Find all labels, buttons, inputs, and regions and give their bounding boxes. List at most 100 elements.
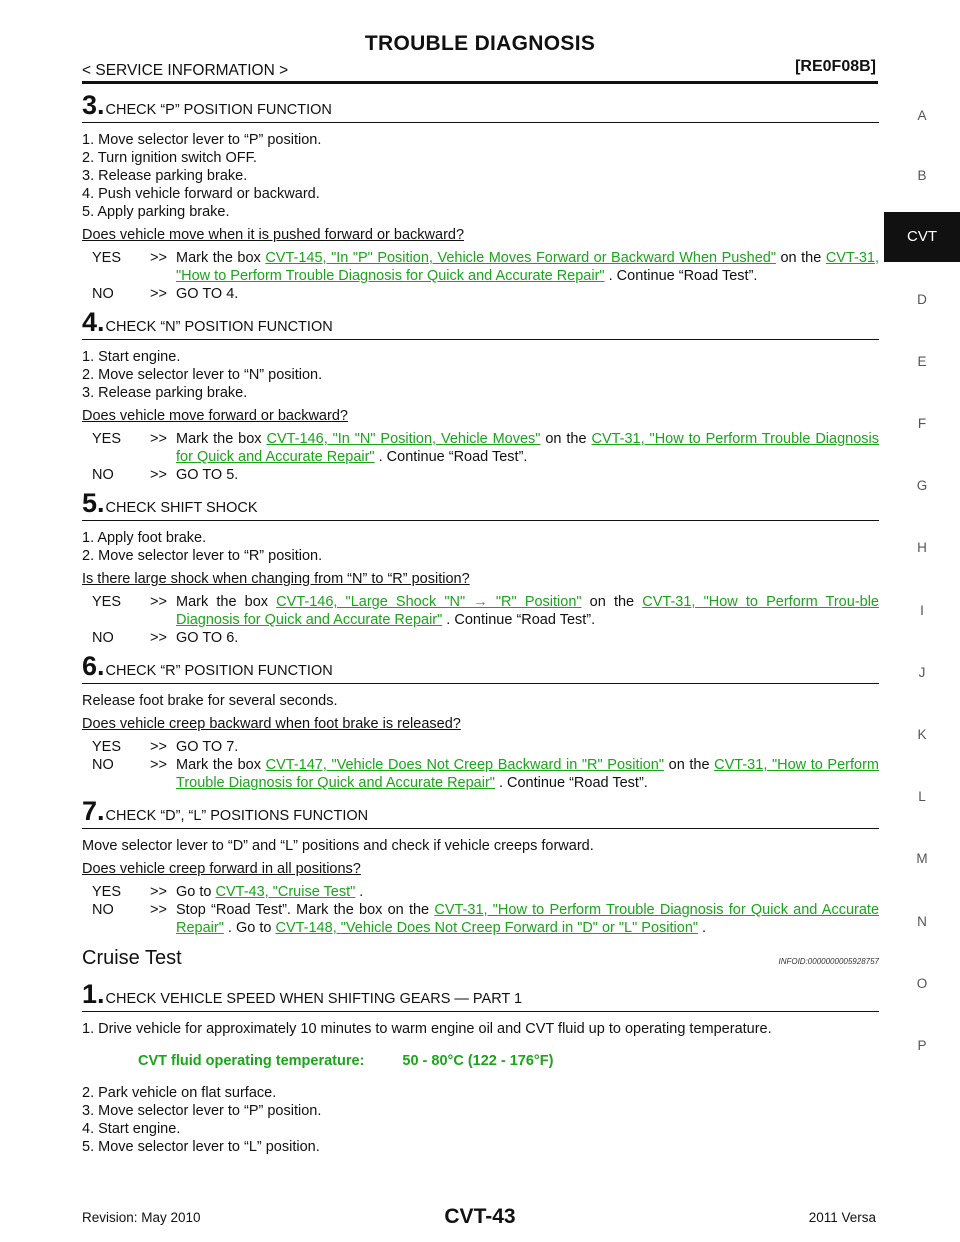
- answer-text: .: [698, 920, 707, 936]
- answer-text: GO TO 4.: [176, 286, 239, 302]
- tab-j[interactable]: J: [918, 665, 926, 680]
- instruction: 2. Move selector lever to “N” position.: [82, 367, 323, 383]
- link-cvt-147[interactable]: CVT-147, "Vehicle Does Not Creep Backwar…: [265, 757, 665, 773]
- revision-date: Revision: May 2010: [82, 1210, 201, 1225]
- link-cvt-145[interactable]: CVT-145, "In "P" Position, Vehicle Moves…: [265, 250, 776, 266]
- step-5: 5. CHECK SHIFT SHOCK 1. Apply foot brake…: [82, 488, 879, 647]
- divider: [82, 122, 879, 123]
- answer-yes: YES >> Mark the box CVT-146, "In "N" Pos…: [92, 430, 879, 466]
- no-label: NO: [92, 902, 114, 918]
- no-label: NO: [92, 630, 114, 646]
- tab-b[interactable]: B: [917, 168, 927, 183]
- link-cvt-31[interactable]: CVT-31, "How to Perform Trouble Diagnosi…: [176, 757, 879, 791]
- link-cvt-31[interactable]: CVT-31, "How to Perform Trouble Diagnosi…: [176, 431, 880, 465]
- arrow-label: >>: [150, 250, 167, 266]
- no-label: NO: [92, 467, 114, 483]
- link-cvt-148[interactable]: CVT-148, "Vehicle Does Not Creep Forward…: [275, 920, 699, 936]
- spec-block: CVT fluid operating temperature: 50 - 80…: [138, 1052, 879, 1070]
- section-label: < SERVICE INFORMATION >: [82, 62, 289, 79]
- answer-text: GO TO 7.: [176, 739, 239, 755]
- answer-text: Mark the box: [176, 431, 267, 447]
- tab-n[interactable]: N: [917, 914, 927, 929]
- answer-text: . Go to: [223, 920, 276, 936]
- answer-text: . Continue “Road Test”.: [604, 268, 758, 284]
- tab-f[interactable]: F: [917, 416, 927, 431]
- link-cvt-146[interactable]: CVT-146, "Large Shock "N" → "R" Position…: [276, 594, 582, 610]
- tab-a[interactable]: A: [917, 108, 927, 123]
- answer-no: NO >> Mark the box CVT-147, "Vehicle Doe…: [92, 756, 879, 792]
- instruction: 2. Park vehicle on flat surface.: [82, 1085, 277, 1101]
- tab-p[interactable]: P: [917, 1038, 927, 1053]
- yes-label: YES: [92, 594, 122, 610]
- tab-cvt[interactable]: CVT: [884, 212, 960, 262]
- step-number: 1.: [82, 979, 105, 1009]
- tab-o[interactable]: O: [916, 976, 928, 991]
- answer-text: Mark the box: [176, 250, 266, 266]
- cruise-step-1: 1. CHECK VEHICLE SPEED WHEN SHIFTING GEA…: [82, 979, 879, 1156]
- step-number: 6.: [82, 651, 105, 681]
- answer-yes: YES >> Mark the box CVT-145, "In "P" Pos…: [92, 249, 879, 285]
- instruction: 3. Release parking brake.: [82, 385, 248, 401]
- answer-text: GO TO 5.: [176, 467, 239, 483]
- tab-g[interactable]: G: [916, 478, 928, 493]
- arrow-label: >>: [150, 739, 167, 755]
- step-7: 7. CHECK “D”, “L” POSITIONS FUNCTION Mov…: [82, 796, 879, 937]
- answer-text: on the: [540, 431, 592, 447]
- answer-text: Go to: [176, 884, 216, 900]
- tab-e[interactable]: E: [917, 354, 927, 369]
- link-cvt-146[interactable]: CVT-146, "In "N" Position, Vehicle Moves…: [266, 431, 541, 447]
- instruction: Move selector lever to “D” and “L” posit…: [82, 838, 594, 854]
- tab-h[interactable]: H: [917, 540, 927, 555]
- section-heading: Cruise Test INFOID:0000000005928757: [82, 948, 879, 971]
- question: Does vehicle move forward or backward?: [82, 408, 348, 424]
- question: Does vehicle move when it is pushed forw…: [82, 227, 465, 243]
- step-3: 3. CHECK “P” POSITION FUNCTION 1. Move s…: [82, 90, 879, 303]
- answer-yes: YES >> GO TO 7.: [92, 738, 879, 756]
- instruction: 1. Move selector lever to “P” position.: [82, 132, 322, 148]
- step-number: 4.: [82, 307, 105, 337]
- spec-value: 50 - 80°C (122 - 176°F): [402, 1053, 554, 1069]
- yes-label: YES: [92, 739, 122, 755]
- question: Is there large shock when changing from …: [82, 571, 470, 587]
- answer-yes: YES >> Mark the box CVT-146, "Large Shoc…: [92, 593, 879, 629]
- step-title: CHECK VEHICLE SPEED WHEN SHIFTING GEARS …: [105, 991, 523, 1007]
- instruction: 3. Release parking brake.: [82, 168, 248, 184]
- arrow-label: >>: [150, 431, 167, 447]
- no-label: NO: [92, 757, 114, 773]
- question: Does vehicle creep forward in all positi…: [82, 861, 361, 877]
- tab-k[interactable]: K: [917, 727, 927, 742]
- link-cvt-43[interactable]: CVT-43, "Cruise Test": [215, 884, 356, 900]
- model-code: [RE0F08B]: [795, 58, 876, 75]
- divider: [82, 339, 879, 340]
- step-title: CHECK “P” POSITION FUNCTION: [105, 102, 332, 118]
- arrow-label: >>: [150, 594, 167, 610]
- instruction: 1. Start engine.: [82, 349, 181, 365]
- instruction: 2. Turn ignition switch OFF.: [82, 150, 257, 166]
- step-number: 7.: [82, 796, 105, 826]
- answer-text: GO TO 6.: [176, 630, 239, 646]
- step-number: 3.: [82, 90, 105, 120]
- tab-m[interactable]: M: [916, 851, 928, 866]
- tab-d[interactable]: D: [917, 292, 927, 307]
- step-title: CHECK “R” POSITION FUNCTION: [105, 663, 333, 679]
- link-cvt-31[interactable]: CVT-31, "How to Perform Trou-ble Diagnos…: [176, 594, 879, 628]
- instruction: 2. Move selector lever to “R” position.: [82, 548, 323, 564]
- arrow-label: >>: [150, 630, 167, 646]
- tab-l[interactable]: L: [918, 789, 926, 804]
- answer-no: NO >> GO TO 6.: [92, 629, 879, 647]
- answer-text: on the: [664, 757, 715, 773]
- answer-text: on the: [581, 594, 643, 610]
- link-cvt-31[interactable]: CVT-31, "How to Perform Trouble Diagnosi…: [176, 250, 879, 284]
- header-divider: [82, 81, 878, 84]
- answer-text: . Continue “Road Test”.: [494, 775, 648, 791]
- info-id: INFOID:0000000005928757: [778, 957, 879, 966]
- yes-label: YES: [92, 431, 122, 447]
- arrow-label: >>: [150, 286, 167, 302]
- tab-i[interactable]: I: [920, 603, 924, 618]
- divider: [82, 683, 879, 684]
- instruction: 5. Move selector lever to “L” position.: [82, 1139, 320, 1155]
- divider: [82, 520, 879, 521]
- link-cvt-31[interactable]: CVT-31, "How to Perform Trouble Diagnosi…: [176, 902, 880, 936]
- answer-text: on the: [775, 250, 826, 266]
- no-label: NO: [92, 286, 114, 302]
